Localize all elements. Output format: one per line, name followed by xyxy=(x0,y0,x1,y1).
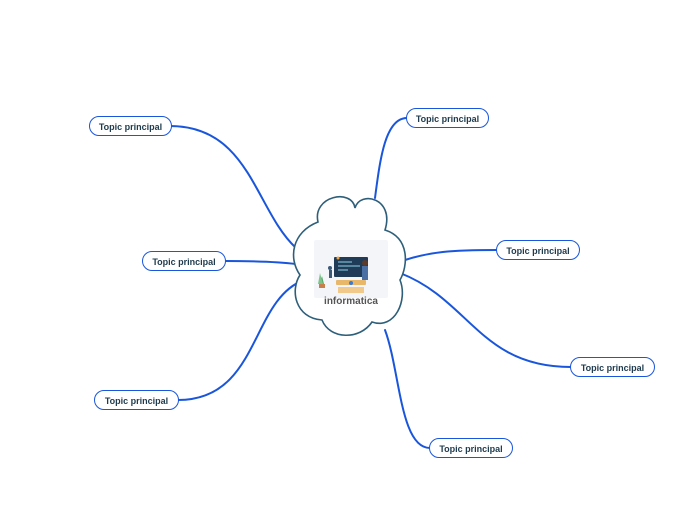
topic-node[interactable]: Topic principal xyxy=(496,240,580,260)
central-topic-label[interactable]: informatica xyxy=(324,296,378,307)
branch-connector xyxy=(399,272,572,368)
topic-node[interactable]: Topic principal xyxy=(94,390,179,410)
topic-node[interactable]: Topic principal xyxy=(406,108,489,128)
branch-connector xyxy=(169,125,297,249)
branch-connector xyxy=(177,279,305,401)
branch-connector xyxy=(384,329,431,449)
computer-lab-illustration-icon xyxy=(314,240,388,298)
topic-node[interactable]: Topic principal xyxy=(89,116,172,136)
branch-connector xyxy=(404,249,498,261)
topic-node[interactable]: Topic principal xyxy=(429,438,513,458)
branch-connector xyxy=(224,260,297,265)
topic-node[interactable]: Topic principal xyxy=(570,357,655,377)
branch-connector xyxy=(374,117,408,199)
topic-node[interactable]: Topic principal xyxy=(142,251,226,271)
